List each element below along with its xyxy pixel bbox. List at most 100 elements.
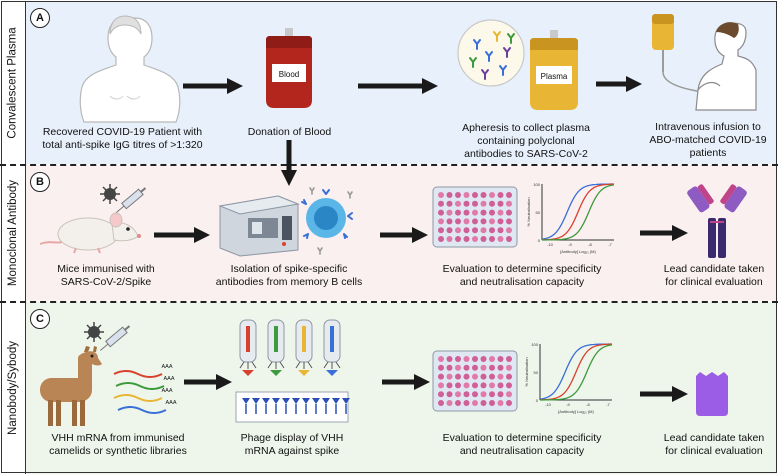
plate-well: [463, 200, 470, 207]
virus-syringe-icon: [100, 184, 147, 213]
x-tick-label: -7: [608, 242, 612, 247]
arrow-a-down: [281, 140, 297, 186]
spike-protein: [262, 398, 270, 404]
plate-well: [472, 400, 478, 406]
plate-well: [446, 218, 453, 225]
spike-protein: [252, 398, 260, 404]
separator-a-b: [0, 164, 778, 166]
plate-well: [506, 364, 512, 371]
plate-well: [455, 209, 461, 216]
plate-well: [472, 391, 478, 398]
displayed-vhh: [242, 370, 254, 376]
plate-well: [497, 373, 504, 380]
plate-well: [506, 382, 512, 389]
y-tick-label: 0: [536, 398, 539, 403]
caption-c-2: Phage display of VHH mRNA against spike: [240, 432, 344, 457]
plate-well: [472, 373, 478, 380]
phage-tail: [295, 361, 313, 369]
badge-a: A: [30, 8, 50, 28]
plate-well: [489, 236, 495, 242]
plate-well: [463, 236, 470, 242]
plate-well: [480, 356, 487, 362]
plate-well: [463, 192, 470, 198]
patient-silhouette-icon: [79, 15, 181, 123]
blood-bag-label: Blood: [278, 70, 300, 79]
y-tick-label: 50: [536, 210, 541, 215]
antibody-zoom-icon: [457, 19, 525, 87]
caption-c-4: Lead candidate taken for clinical evalua…: [663, 432, 765, 457]
side-label-a: Convalescent Plasma: [7, 26, 20, 139]
phage-display-icon: [235, 319, 350, 423]
plate-well: [497, 236, 504, 242]
caption-c-1: VHH mRNA from immunised camelids or synt…: [49, 432, 187, 457]
plate-well: [489, 373, 495, 380]
plate-well: [506, 227, 512, 234]
plate-well: [455, 400, 461, 406]
plate-body: [432, 350, 518, 412]
well-plate-icon-c: [432, 350, 518, 412]
plate-well: [446, 391, 453, 398]
phage-tail: [239, 361, 257, 369]
plasma-bag-label: Plasma: [540, 72, 568, 81]
caption-a-3: Apheresis to collect plasma containing p…: [462, 122, 590, 160]
phage-tail: [323, 361, 341, 369]
plate-well: [446, 236, 453, 242]
plate-well: [472, 356, 478, 362]
mrna-tail-3: AAA: [161, 388, 173, 394]
plate-well: [489, 218, 495, 225]
iv-infusion-icon: [652, 14, 757, 111]
side-label-c: Nanobody/Sybody: [7, 341, 20, 435]
plate-well: [480, 218, 487, 225]
plate-well: [489, 391, 495, 398]
displayed-vhh: [326, 370, 338, 376]
plate-well: [446, 400, 453, 406]
plate-well: [438, 192, 444, 198]
spike-protein: [322, 398, 330, 404]
plate-well: [480, 391, 487, 398]
plate-well: [472, 227, 478, 234]
plate-well: [446, 356, 453, 362]
neutralisation-curve: [542, 184, 615, 241]
plate-well: [455, 356, 461, 362]
plate-well: [455, 391, 461, 398]
spike-protein: [342, 398, 350, 404]
displayed-vhh: [270, 370, 282, 376]
y-tick-label: 100: [533, 182, 540, 187]
plate-well: [446, 209, 453, 216]
virus-syringe-icon: [84, 322, 131, 351]
x-tick-label: -8: [588, 242, 592, 247]
phage-insert: [330, 326, 334, 352]
plate-well: [489, 200, 495, 207]
plate-well: [489, 364, 495, 371]
x-axis-label: [Antibody] Log₁₀ (M): [558, 409, 594, 414]
arrow-c-2: [382, 374, 430, 390]
plate-well: [472, 218, 478, 225]
plate-well: [489, 356, 495, 362]
plate-well: [497, 192, 504, 198]
plate-well: [438, 382, 444, 389]
plate-well: [472, 200, 478, 207]
plate-well: [489, 192, 495, 198]
spike-protein: [302, 398, 310, 404]
phage-insert: [274, 326, 278, 352]
side-label-b: Monoclonal Antibody: [7, 179, 20, 287]
plate-well: [438, 373, 444, 380]
plate-well: [438, 356, 444, 362]
plate-well: [463, 391, 470, 398]
plate-well: [489, 227, 495, 234]
caption-b-1: Mice immunised with SARS-CoV-2/Spike: [57, 263, 155, 288]
plate-well: [497, 218, 504, 225]
plate-well: [438, 391, 444, 398]
plate-well: [455, 192, 461, 198]
plate-well: [480, 382, 487, 389]
mouse-icon: [39, 212, 141, 254]
caption-a-1: Recovered COVID-19 Patient with total an…: [42, 126, 203, 151]
well-plate-icon-b: [432, 186, 518, 248]
sidebar: [0, 1, 26, 474]
arrow-a-2: [358, 78, 438, 94]
plate-well: [480, 192, 487, 198]
plate-well: [455, 200, 461, 207]
plate-well: [489, 382, 495, 389]
plate-well: [455, 364, 461, 371]
